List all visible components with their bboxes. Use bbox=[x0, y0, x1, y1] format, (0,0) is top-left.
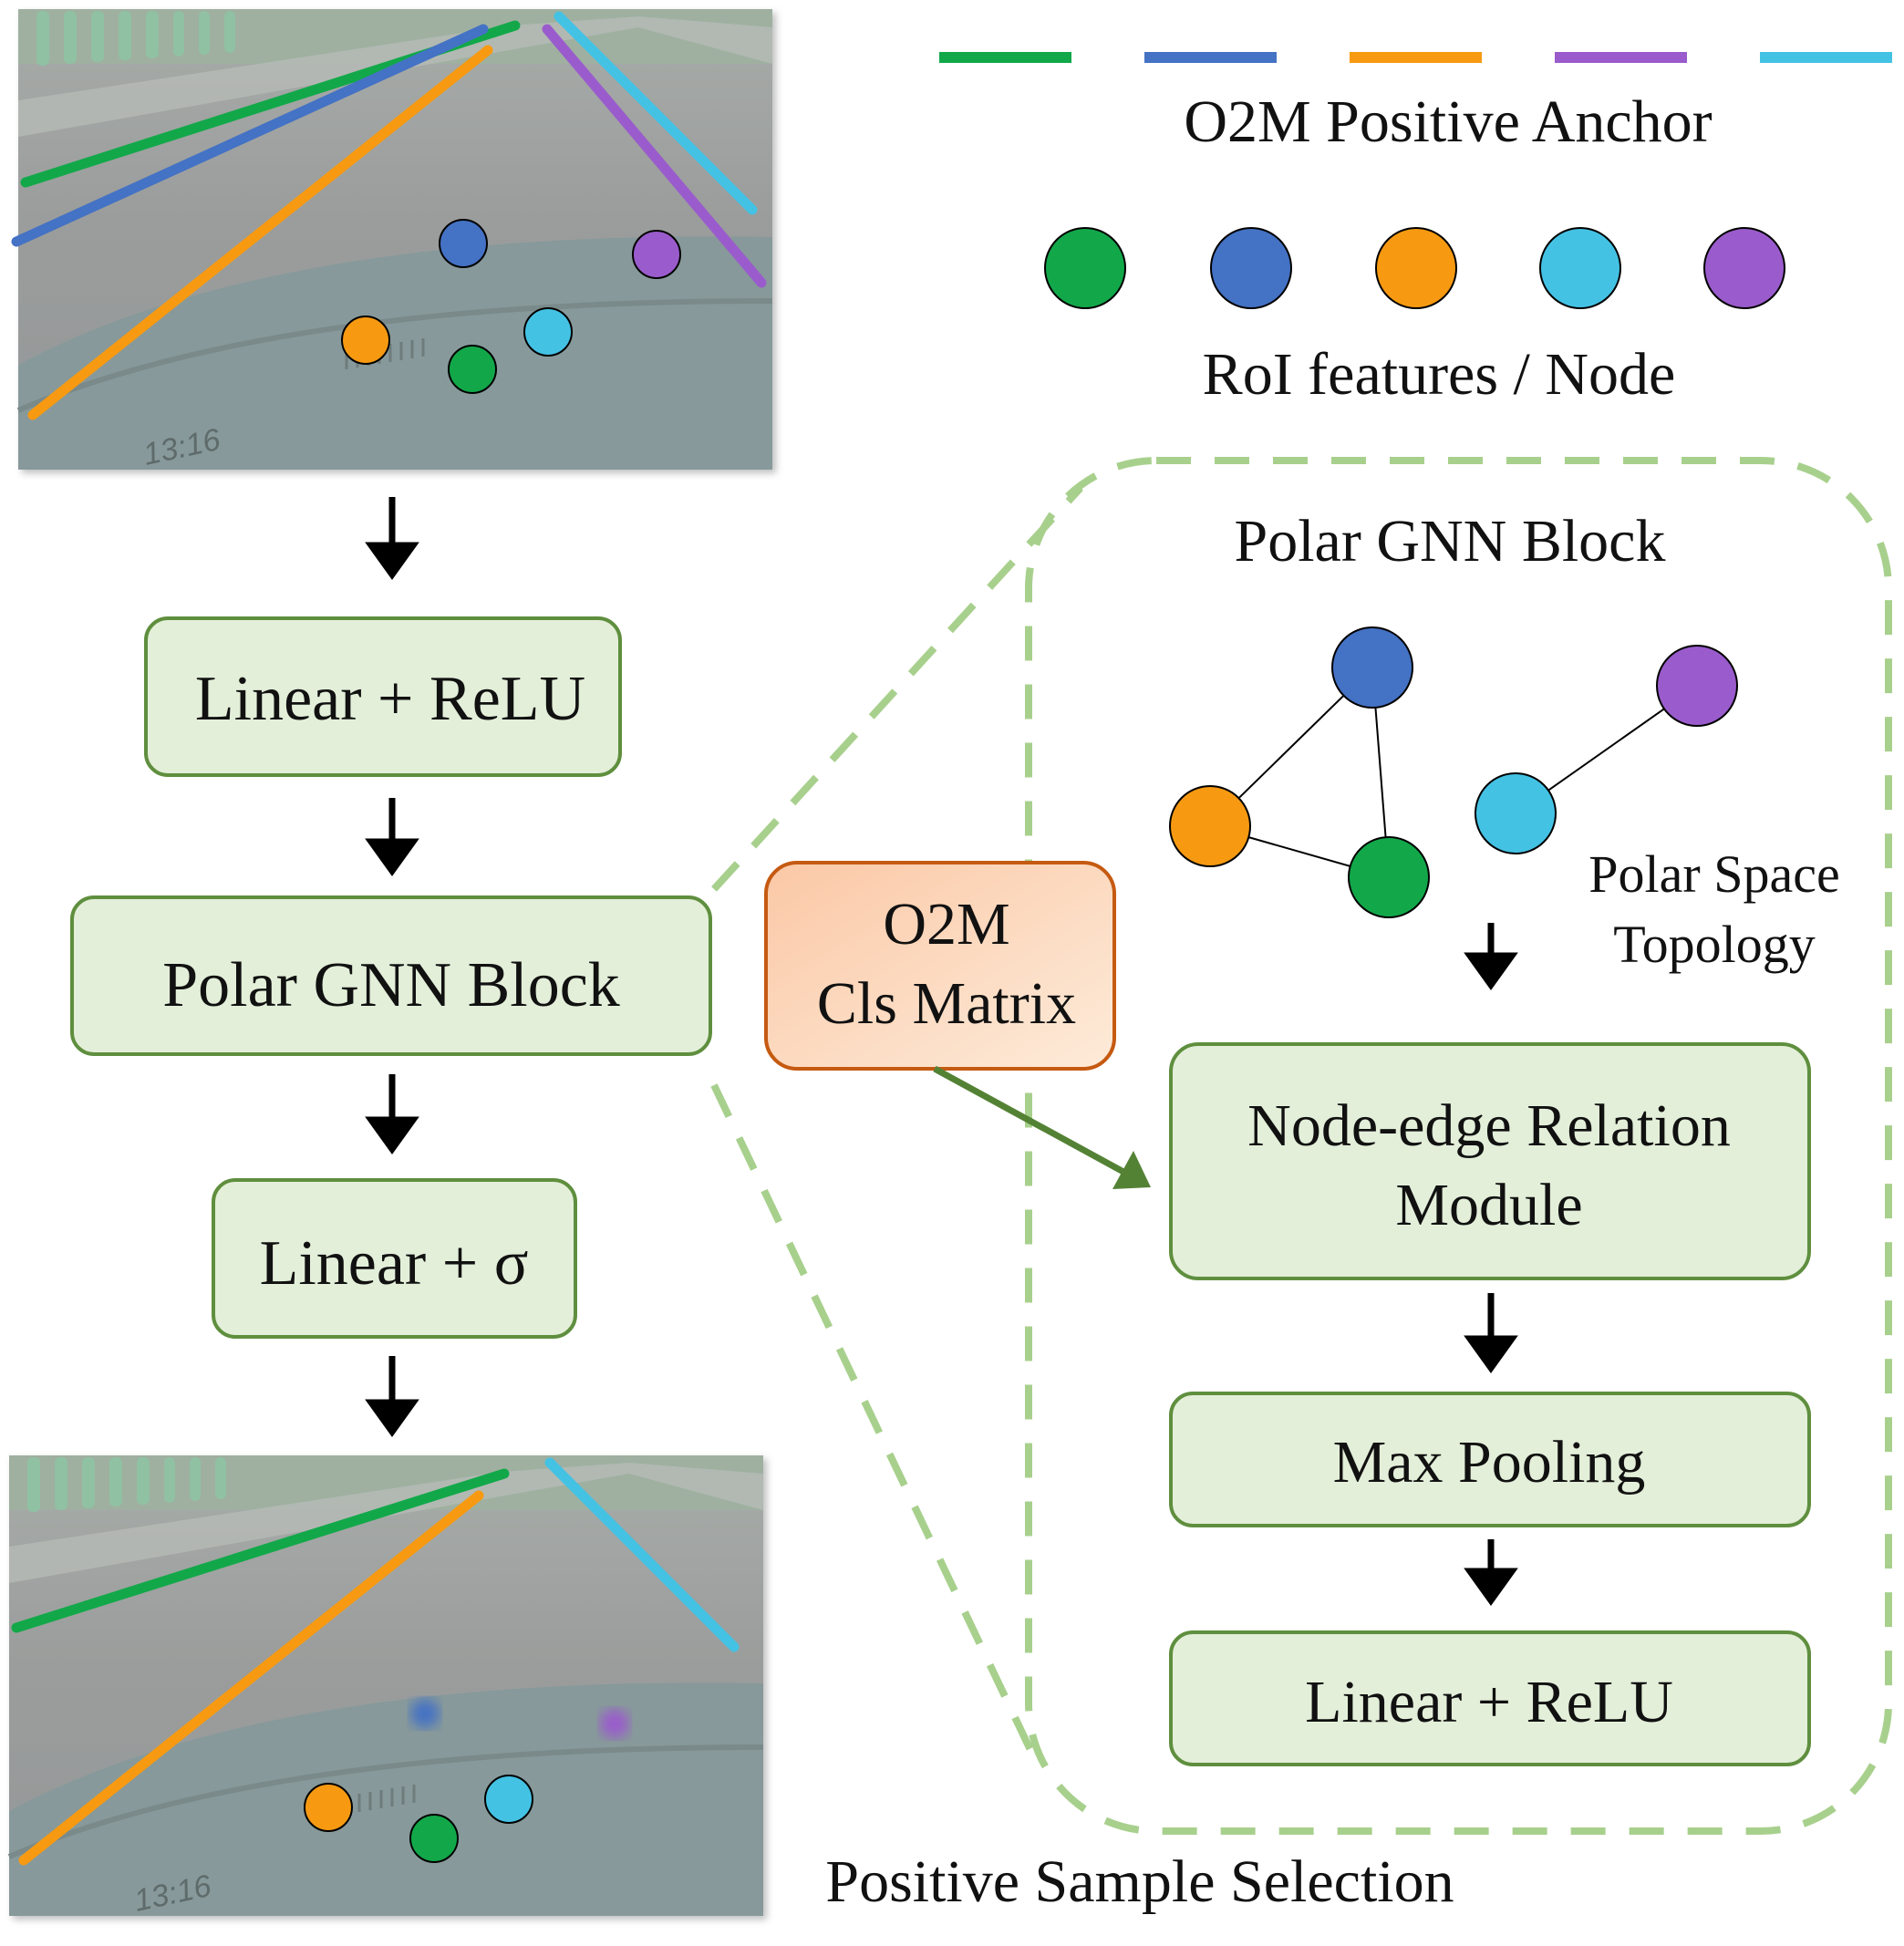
matrix-to-relation-arrow bbox=[933, 1065, 1151, 1189]
orange-anchor-line bbox=[27, 45, 493, 420]
cls-matrix-line2: Cls Matrix bbox=[817, 970, 1076, 1037]
selected-green-line bbox=[11, 1468, 510, 1633]
relation-label-line1: Node-edge Relation bbox=[1247, 1092, 1731, 1159]
final-linear-relu-label: Linear + ReLU bbox=[1305, 1669, 1673, 1735]
max-pooling-block bbox=[1169, 1392, 1811, 1527]
relation-label-line2: Module bbox=[1395, 1172, 1582, 1238]
graph-node-purple bbox=[1656, 645, 1738, 727]
legend-blue-node bbox=[1210, 227, 1292, 309]
detail-arrows bbox=[1464, 923, 1518, 1606]
arrow-down-icon bbox=[1464, 1568, 1518, 1606]
final-linear-relu-block bbox=[1169, 1630, 1811, 1766]
gnn-detail-frame bbox=[1025, 457, 1892, 1835]
purple-anchor-line bbox=[542, 24, 767, 288]
linear-sigma-label: Linear + σ bbox=[260, 1228, 529, 1299]
legend: O2M Positive Anchor RoI features / Node bbox=[939, 52, 1892, 408]
zoom-connector bbox=[710, 485, 1083, 1771]
selected-cyan-node bbox=[484, 1775, 533, 1824]
selected-cyan-line bbox=[544, 1457, 740, 1652]
selected-orange-line bbox=[18, 1490, 484, 1866]
legend-green-node bbox=[1044, 227, 1126, 309]
linear-sigma-block bbox=[212, 1178, 577, 1339]
roi-node-blue bbox=[439, 219, 488, 268]
legend-cyan-node bbox=[1539, 227, 1621, 309]
left-pipeline: Linear + ReLU Polar GNN Block Linear + σ bbox=[70, 497, 712, 1437]
roi-node-orange bbox=[341, 316, 390, 365]
graph-node-green bbox=[1348, 836, 1430, 918]
legend-anchor-label: O2M Positive Anchor bbox=[1184, 88, 1712, 155]
legend-node-label: RoI features / Node bbox=[1203, 341, 1676, 408]
arrow-down-icon bbox=[365, 1116, 419, 1154]
roi-node-green bbox=[448, 345, 497, 394]
topology-label-line2: Topology bbox=[1613, 915, 1816, 974]
linear-relu-label: Linear + ReLU bbox=[195, 664, 585, 734]
polar-gnn-block bbox=[70, 895, 712, 1056]
topology-label-line1: Polar Space bbox=[1588, 844, 1839, 904]
arrow-down-icon bbox=[365, 1399, 419, 1437]
blue-anchor-line bbox=[11, 24, 489, 247]
arrow-down-icon bbox=[365, 542, 419, 580]
selected-orange-node bbox=[304, 1783, 353, 1832]
selected-green-node bbox=[409, 1814, 459, 1863]
gnn-detail-title: Polar GNN Block bbox=[1235, 508, 1666, 574]
top-road-scene: 13:16 bbox=[11, 9, 773, 472]
linear-relu-block bbox=[144, 616, 622, 777]
arrow-down-icon bbox=[365, 838, 419, 876]
node-edge-relation-block bbox=[1169, 1042, 1811, 1280]
suppressed-purple-node bbox=[600, 1709, 629, 1738]
legend-orange-node bbox=[1375, 227, 1457, 309]
polar-topology-graph bbox=[1169, 626, 1738, 918]
roi-node-purple bbox=[632, 230, 681, 279]
graph-node-orange bbox=[1169, 785, 1251, 867]
roi-node-cyan bbox=[523, 307, 573, 357]
cyan-anchor-line bbox=[554, 11, 758, 215]
legend-purple-node bbox=[1703, 227, 1785, 309]
arrow-down-icon bbox=[1464, 1335, 1518, 1373]
positive-sample-caption: Positive Sample Selection bbox=[825, 1848, 1454, 1915]
suppressed-blue-node bbox=[410, 1699, 440, 1728]
max-pooling-label: Max Pooling bbox=[1333, 1429, 1646, 1496]
graph-node-cyan bbox=[1475, 772, 1557, 854]
graph-node-blue bbox=[1331, 626, 1413, 709]
arrow-down-icon bbox=[1464, 952, 1518, 990]
polar-gnn-label: Polar GNN Block bbox=[162, 950, 620, 1020]
cls-matrix-line1: O2M bbox=[883, 891, 1009, 957]
bottom-road-scene: 13:16 bbox=[7, 1455, 764, 1919]
